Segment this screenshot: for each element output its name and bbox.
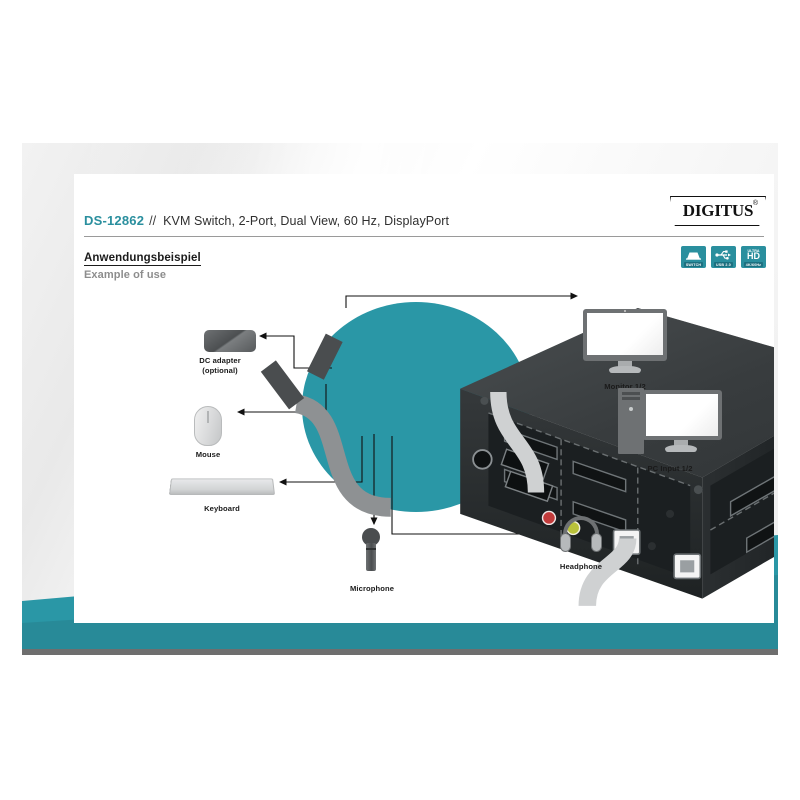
- kvm-device-icon: [681, 248, 706, 264]
- headphone-art: [558, 516, 604, 558]
- microphone-art: [356, 528, 386, 580]
- dp-ports-right: [729, 476, 774, 554]
- mouse-art: [186, 392, 545, 493]
- product-subtitle: KVM Switch, 2-Port, Dual View, 60 Hz, Di…: [163, 214, 450, 228]
- section-title-de: Anwendungsbeispiel: [84, 252, 201, 266]
- footer-strip: [22, 649, 778, 655]
- headphone-label: Headphone: [559, 562, 603, 571]
- feature-badges: SWITCH USB 2.0: [681, 246, 766, 268]
- logo-border-shape: [670, 196, 766, 226]
- sku-code: DS-12862: [84, 213, 145, 228]
- header-separator: //: [149, 214, 157, 228]
- pc-monitor-base: [665, 445, 697, 452]
- usb-badge-label: USB 2.0: [714, 262, 733, 267]
- headphone-left-cup: [560, 533, 571, 552]
- ultra-hd-badge: ULTRA HD 4K/60Hz: [741, 246, 766, 268]
- pc-input-label: PC Input 1/2: [647, 464, 693, 473]
- dc-adapter-body: [204, 330, 256, 352]
- pc-drive-bay-1: [622, 392, 640, 395]
- ultra-hd-top-label: ULTRA: [747, 249, 760, 253]
- monitor-neck: [618, 361, 632, 368]
- mouse-label: Mouse: [195, 450, 221, 459]
- keyboard-cable-icon: [578, 537, 637, 607]
- dc-power-jack: [472, 449, 493, 470]
- monitor-screen: [587, 313, 663, 355]
- pc-monitor-neck: [674, 440, 688, 447]
- dc-adapter-cable-icon: [260, 333, 392, 517]
- switch-badge: SWITCH: [681, 246, 706, 268]
- monitor-webcam-icon: [624, 310, 626, 313]
- microphone-ring: [366, 548, 376, 550]
- product-sheet: DIGITUS ® DS-12862 // KVM Switch, 2-Port, …: [22, 143, 778, 655]
- pc-monitor-screen: [646, 394, 718, 436]
- microphone-head: [362, 528, 380, 546]
- monitor-art: [583, 309, 667, 377]
- header-divider: [84, 236, 764, 237]
- digitus-logo: DIGITUS ®: [670, 196, 766, 226]
- ultra-hd-badge-label: 4K/60Hz: [743, 262, 764, 267]
- monitor-base: [609, 366, 641, 373]
- keyboard-art: [168, 470, 637, 607]
- mic-jack: [541, 510, 557, 526]
- dp-ports-mid: [572, 460, 627, 534]
- dc-adapter-label-line1: DC adapter: [199, 356, 241, 365]
- pc-art: [618, 388, 722, 460]
- white-page: DIGITUS ® DS-12862 // KVM Switch, 2-Port, …: [74, 174, 774, 623]
- keyboard-label: Keyboard: [204, 504, 240, 513]
- ultra-hd-mid-label: HD: [747, 251, 760, 261]
- microphone-body: [366, 543, 376, 571]
- switch-badge-label: SWITCH: [683, 262, 704, 267]
- pc-power-button: [629, 407, 633, 411]
- diagram-stage: DC adapter (optional) Mouse: [74, 284, 774, 623]
- dc-adapter-label-line2: (optional): [202, 366, 238, 375]
- header-row: DS-12862 // KVM Switch, 2-Port, Dual View,…: [84, 212, 764, 240]
- dc-adapter-art: [182, 319, 392, 517]
- logo-wordmark: DIGITUS: [682, 201, 754, 220]
- headphone-band: [563, 516, 599, 546]
- registered-trademark-icon: ®: [752, 200, 758, 207]
- headphone-right-cup: [591, 533, 602, 552]
- usb-trident-icon: [711, 248, 736, 264]
- microphone-label: Microphone: [349, 584, 395, 593]
- pc-drive-bay-2: [622, 397, 640, 400]
- mouse-button-split: [207, 411, 209, 423]
- usb-badge: USB 2.0: [711, 246, 736, 268]
- keyboard-body: [168, 478, 276, 495]
- mouse-cable-icon: [490, 392, 545, 493]
- monitor-label: Monitor 1/2: [604, 382, 646, 391]
- section-title-en: Example of use: [84, 269, 167, 281]
